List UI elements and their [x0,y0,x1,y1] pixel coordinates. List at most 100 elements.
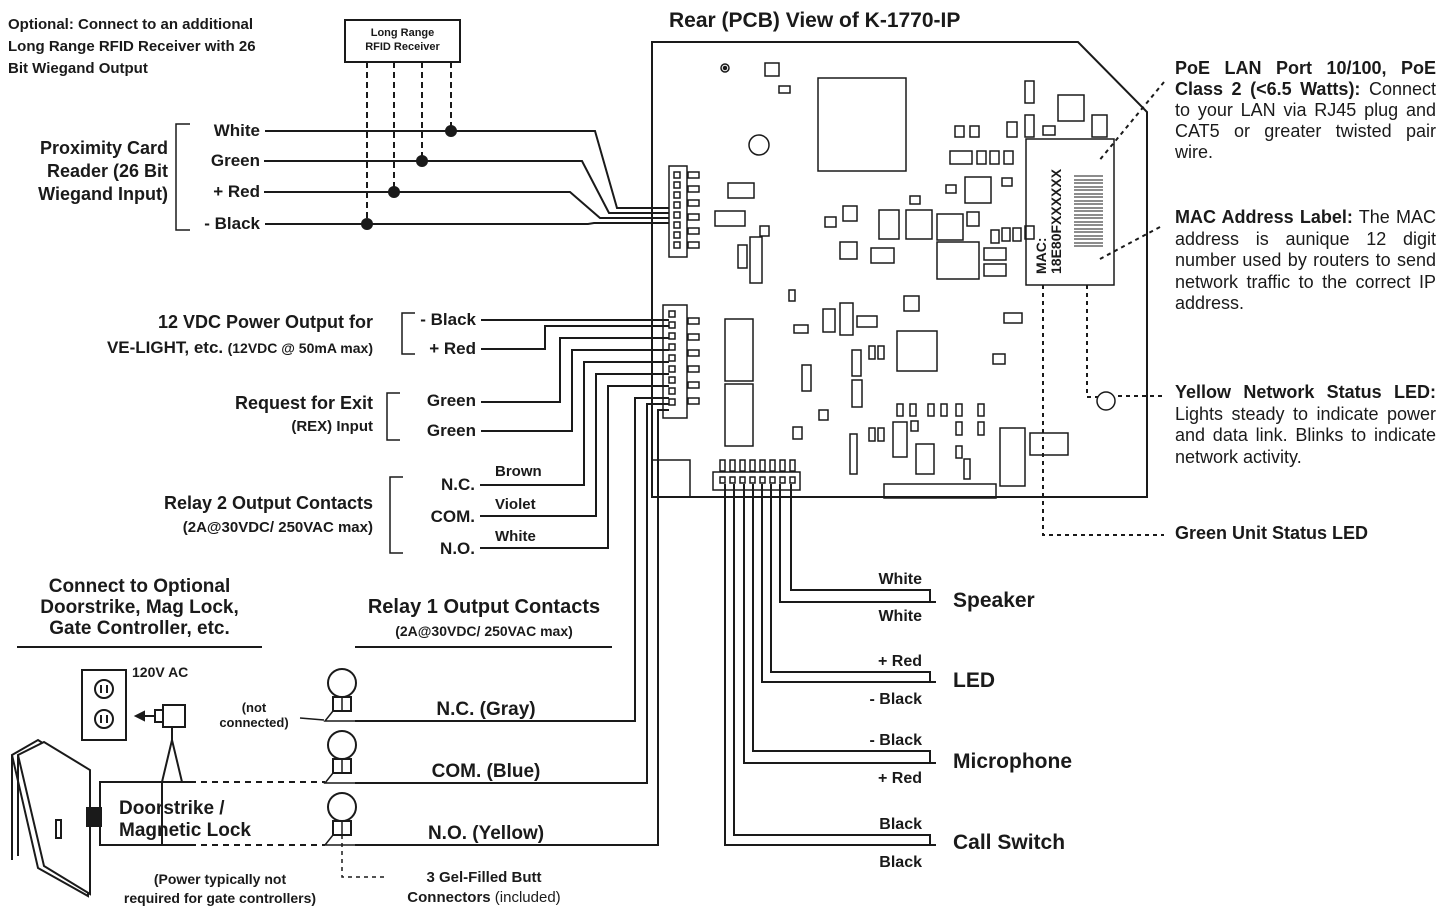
diagram-title: Rear (PCB) View of K-1770-IP [669,9,961,32]
power-wire-red [481,325,669,350]
mac-label: MAC: 18E80FXXXXXX [1033,168,1065,274]
power-wire-black-label: - Black [420,310,476,329]
rex-wire-1-label: Green [426,391,476,410]
mic-wire-1: - Black [869,732,922,749]
butt-connectors [327,668,357,836]
prox-bracket [175,123,190,231]
call-wire-2: Black [879,854,922,871]
not-connected-label: (not connected) [210,700,298,730]
prox-label-line3: Wiegand Input) [38,184,168,204]
relay2-wire-white [480,385,669,549]
connect-optional-line2: Doorstrike, Mag Lock, [40,597,239,618]
rex-wire-1 [481,337,669,403]
relay1-nc: N.C. (Gray) [436,699,536,720]
relay1-wire-yellow [355,409,669,846]
rfid-dashed-wires [366,62,452,224]
power-output-label-1: 12 VDC Power Output for [157,312,373,332]
rfid-note-line3: Bit Wiegand Output [8,60,148,77]
led-wire-1: + Red [877,653,922,670]
mac-label-line2: 18E80FXXXXXX [1048,168,1065,274]
power-output-label-2: VE-LIGHT, etc. (12VDC @ 50mA max) [20,338,373,358]
green-led-annotation: Green Unit Status LED [1175,523,1369,543]
prox-label-line2: Reader (26 Bit [46,161,168,181]
prox-reader-wires [264,130,669,225]
pcb-connector-bottom [712,459,801,491]
speaker-wire-2: White [878,608,922,625]
power-output-label-2-small: (12VDC @ 50mA max) [227,340,373,356]
bottom-wires [724,484,936,846]
led-label: LED [953,669,995,692]
power-output-label-2-main: VE-LIGHT, etc. [106,338,224,357]
door-icon [10,738,102,898]
call-switch-label: Call Switch [953,831,1066,854]
led-wire-2: - Black [869,691,922,708]
rfid-note-line1: Optional: Connect to an additional [8,16,253,33]
relay2-label-1: Relay 2 Output Contacts [163,493,373,513]
not-connected-line2: connected) [219,715,289,730]
rfid-box-line2: RFID Receiver [365,41,440,53]
doorstrike-line1: Doorstrike / [119,798,225,819]
butt-connectors-bold: Connectors [407,889,491,906]
yellow-led-annotation: Yellow Network Status LED: Lights steady… [1175,382,1436,468]
connect-optional-label: Connect to Optional Doorstrike, Mag Lock… [17,576,262,639]
power-note: (Power typically not required for gate c… [95,870,345,908]
relay1-title: Relay 1 Output Contacts [367,596,601,618]
rex-wire-2-label: Green [426,421,476,440]
wire-junction-dots [361,125,457,230]
doorstrike-label: Doorstrike / Magnetic Lock [119,798,251,842]
prox-wire-white: White [213,121,260,140]
relay2-wire-brown [480,361,669,486]
poe-annotation-text: Connect to your LAN via RJ45 plug and CA… [1175,79,1436,162]
prox-label-line1: Proximity Card [39,138,168,158]
rfid-box-line1: Long Range [370,27,435,39]
not-connected-line1: (not [241,700,267,715]
rfid-note-line2: Long Range RFID Receiver with 26 [8,38,256,55]
mac-barcode [1074,175,1103,247]
microphone-label: Microphone [953,750,1072,773]
relay2-color-white: White [495,528,536,545]
power-note-line2: required for gate controllers) [123,890,317,906]
pcb-components [714,62,1116,499]
relay2-nc: N.C. [441,475,475,494]
speaker-label: Speaker [953,589,1035,612]
relay1-com: COM. (Blue) [431,761,541,782]
call-wire-1: Black [879,816,922,833]
outlet-label: 120V AC [132,664,189,680]
poe-annotation-bold: PoE LAN Port 10/100, PoE Class 2 (<6.5 W… [1175,58,1436,99]
mac-annotation-text: The MAC address is aunique 12 digit numb… [1175,207,1436,313]
rex-label-2: (REX) Input [291,418,373,435]
prox-wire-red: + Red [213,182,260,201]
pcb-board-outline [651,41,1148,498]
relay2-wire-violet [480,373,669,517]
relay2-com: COM. [430,507,475,526]
connect-optional-line1: Connect to Optional [48,576,231,597]
butt-connectors-line2: Connectors (included) [384,888,584,908]
relay2-color-violet: Violet [495,496,536,513]
rex-wire-2 [481,349,669,432]
relay2-label-2: (2A@30VDC/ 250VAC max) [182,519,373,536]
pcb-connector-middle [662,304,700,419]
relay1-wire-gray [355,397,669,722]
butt-connectors-normal: (included) [490,889,561,906]
rfid-receiver-box [344,19,461,63]
rfid-note: Optional: Connect to an additional Long … [8,14,256,80]
prox-wire-black: - Black [204,214,260,233]
poe-annotation: PoE LAN Port 10/100, PoE Class 2 (<6.5 W… [1175,58,1436,163]
yellow-led-annotation-text: Lights steady to indicate power and data… [1175,403,1436,467]
butt-connectors-line1: 3 Gel-Filled Butt [426,869,542,886]
mac-label-line1: MAC: [1033,237,1049,274]
annotation-leaders [1042,81,1165,536]
relay2-no: N.O. [440,539,475,558]
relay2-color-brown: Brown [495,463,542,480]
prox-wire-green: Green [210,151,260,170]
pcb-connector-top [668,165,700,258]
power-wire-red-label: + Red [429,339,476,358]
mac-annotation: MAC Address Label: The MAC address is au… [1175,207,1436,315]
speaker-wire-1: White [878,571,922,588]
outlet-icon [81,669,127,741]
doorstrike-line2: Magnetic Lock [119,820,251,841]
relay1-subtitle: (2A@30VDC/ 250VAC max) [395,623,573,639]
relay1-no: N.O. (Yellow) [427,823,545,844]
prox-reader-label: Proximity Card Reader (26 Bit Wiegand In… [0,137,168,206]
mac-annotation-bold: MAC Address Label: [1175,207,1353,227]
